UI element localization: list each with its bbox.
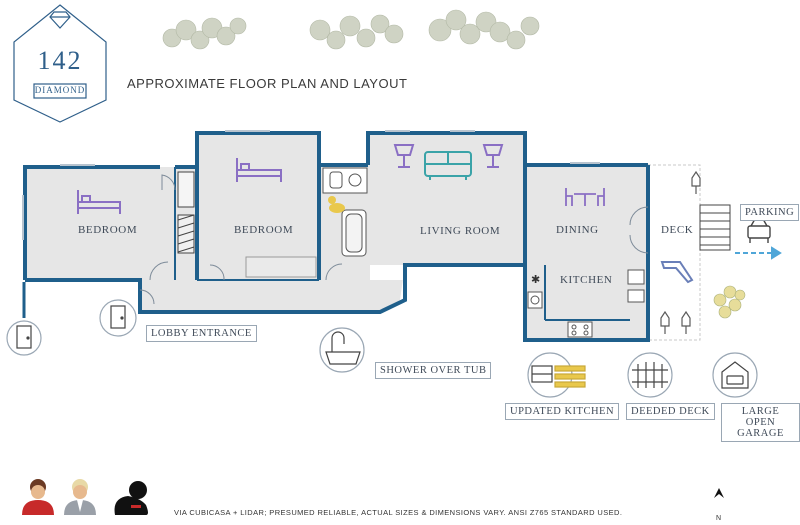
room-label-bedroom-right: BEDROOM [234, 224, 294, 236]
exterior-door-icon [6, 282, 42, 356]
sofa-icon [424, 151, 472, 180]
lamp-icon-left [393, 144, 415, 168]
flower-bush-icon [713, 285, 746, 319]
room-label-living-room: LIVING ROOM [420, 225, 501, 237]
footer-disclaimer: VIA CUBICASA + LIDAR; PRESUMED RELIABLE,… [174, 508, 623, 517]
page-title: APPROXIMATE FLOOR PLAN AND LAYOUT [127, 76, 408, 91]
car-icon [747, 218, 771, 243]
tulip-icons [660, 170, 701, 334]
shower-over-tub-label: SHOWER OVER TUB [375, 362, 492, 379]
garage-label-line2: GARAGE [737, 428, 784, 439]
shower-tub-icon [319, 327, 365, 373]
updated-kitchen-label: UPDATED KITCHEN [505, 403, 620, 420]
parking-arrow [735, 246, 782, 260]
garage-label-line1: LARGE OPEN [741, 406, 780, 428]
garage-feature-icon [712, 352, 758, 398]
north-arrow [714, 488, 724, 498]
lamp-icon-right [482, 144, 504, 168]
door-swings [139, 174, 649, 305]
duck-icon [328, 196, 345, 213]
deck-stairs [699, 204, 731, 251]
windows [22, 130, 600, 240]
lounge-chair-icon [660, 261, 694, 284]
kitchen-appliances [527, 269, 645, 338]
lobby-door-icon [99, 299, 137, 337]
room-label-bedroom-left: BEDROOM [78, 224, 138, 236]
room-label-deck: DECK [661, 224, 694, 236]
shrubs-decoration [162, 9, 540, 50]
deck-area [647, 164, 701, 341]
deeded-deck-label: DEEDED DECK [626, 403, 715, 420]
kitchen-feature-icon [527, 352, 586, 398]
logo-name: DIAMOND [34, 85, 86, 95]
closet-hatch [177, 171, 317, 278]
dining-table-icon [565, 188, 605, 206]
bed-icon-right [236, 158, 282, 182]
room-label-kitchen: KITCHEN [560, 274, 613, 286]
bed-icon-left [77, 190, 121, 214]
person-icon-red [22, 479, 54, 515]
logo-number: 142 [37, 46, 83, 75]
parking-label: PARKING [740, 204, 800, 221]
person-icon-suit [64, 479, 96, 515]
garage-label: LARGE OPEN GARAGE [721, 403, 800, 442]
dog-icon [114, 481, 148, 515]
bathroom-fixtures [322, 167, 368, 257]
compass-label: N [716, 515, 722, 522]
walls [23, 131, 650, 342]
deck-feature-icon [627, 352, 673, 398]
snowflake-icon: ✱ [531, 274, 540, 286]
lobby-entrance-label: LOBBY ENTRANCE [146, 325, 257, 342]
logo-mark [13, 4, 107, 123]
room-label-dining: DINING [556, 224, 599, 236]
